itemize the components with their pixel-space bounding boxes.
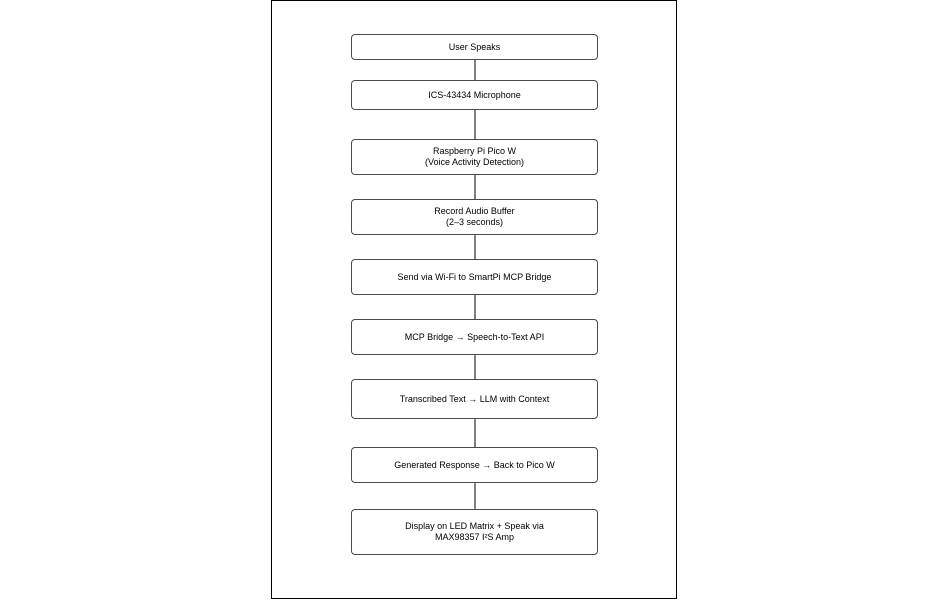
step-label: Generated Response → Back to Pico W: [394, 459, 555, 470]
step-label: Send via Wi-Fi to SmartPi MCP Bridge: [397, 271, 552, 282]
diagram-page: User Speaks ICS-43434 Microphone Raspber…: [271, 0, 677, 599]
step-label: Raspberry Pi Pico W: [432, 146, 517, 156]
step-label: Display on LED Matrix + Speak via: [405, 521, 544, 531]
step-record-buffer: Record Audio Buffer (2–3 seconds): [351, 199, 598, 235]
step-user-speaks: User Speaks: [351, 34, 598, 60]
step-label: Transcribed Text → LLM with Context: [399, 393, 550, 404]
step-response: Generated Response → Back to Pico W: [351, 447, 598, 483]
connector-layer: [474, 60, 476, 509]
step-label: User Speaks: [448, 41, 501, 52]
step-sublabel: MAX98357 I²S Amp: [434, 532, 515, 542]
step-label: Record Audio Buffer: [434, 206, 515, 216]
step-llm: Transcribed Text → LLM with Context: [351, 379, 598, 419]
step-display-speak: Display on LED Matrix + Speak via MAX983…: [351, 509, 598, 555]
step-send-wifi: Send via Wi-Fi to SmartPi MCP Bridge: [351, 259, 598, 295]
step-label: ICS-43434 Microphone: [428, 89, 521, 100]
step-label: MCP Bridge → Speech-to-Text API: [404, 331, 545, 342]
step-sublabel: (2–3 seconds): [445, 217, 504, 227]
step-pico-vad: Raspberry Pi Pico W (Voice Activity Dete…: [351, 139, 598, 175]
step-speech-to-text: MCP Bridge → Speech-to-Text API: [351, 319, 598, 355]
step-sublabel: (Voice Activity Detection): [424, 157, 525, 167]
step-microphone: ICS-43434 Microphone: [351, 80, 598, 110]
